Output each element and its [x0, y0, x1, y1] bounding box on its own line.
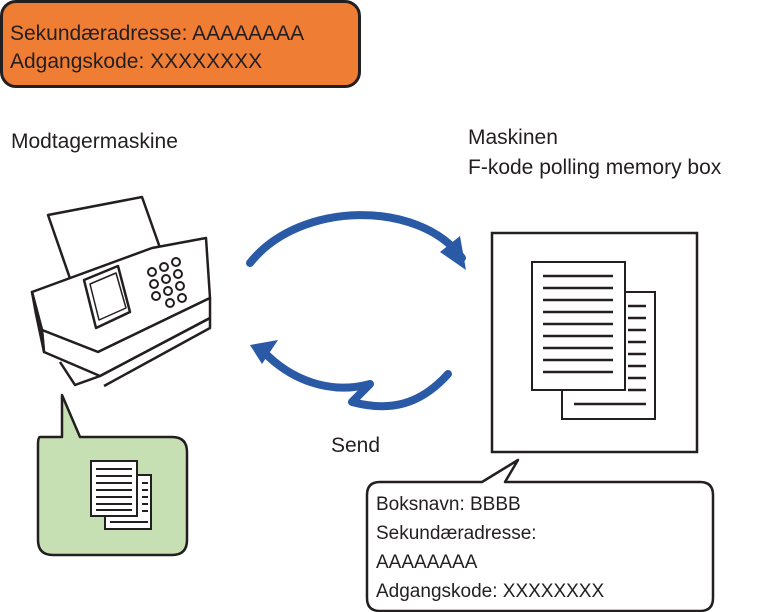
callout-secondary-address-label: Sekundæradresse: — [376, 523, 537, 544]
send-arrowhead — [250, 340, 278, 364]
stored-documents-icon — [531, 261, 656, 420]
secondary-address-text: Sekundæradresse: AAAAAAAA — [10, 22, 305, 45]
transfer-arrows — [246, 211, 466, 411]
callout-secondary-address-value: AAAAAAAA — [376, 552, 478, 573]
send-label: Send — [331, 434, 381, 457]
callout-password-text: Adgangskode: XXXXXXXX — [376, 581, 605, 602]
box-name-text: Boksnavn: BBBB — [376, 494, 521, 515]
received-documents-icon — [90, 460, 152, 530]
request-arrowhead — [440, 236, 466, 270]
polling-memory-box-label: F-kode polling memory box — [468, 156, 722, 179]
send-arrow — [258, 346, 452, 411]
password-text: Adgangskode: XXXXXXXX — [10, 50, 263, 73]
machine-label: Maskinen — [468, 126, 558, 149]
request-arrow — [246, 211, 466, 267]
fax-machine-icon — [30, 195, 212, 388]
box-info-callout — [365, 458, 715, 612]
receiver-machine-label: Modtagermaskine — [11, 130, 178, 153]
secondary-address-box: Sekundæradresse: AAAAAAAA Adgangskode: X… — [0, 0, 361, 88]
